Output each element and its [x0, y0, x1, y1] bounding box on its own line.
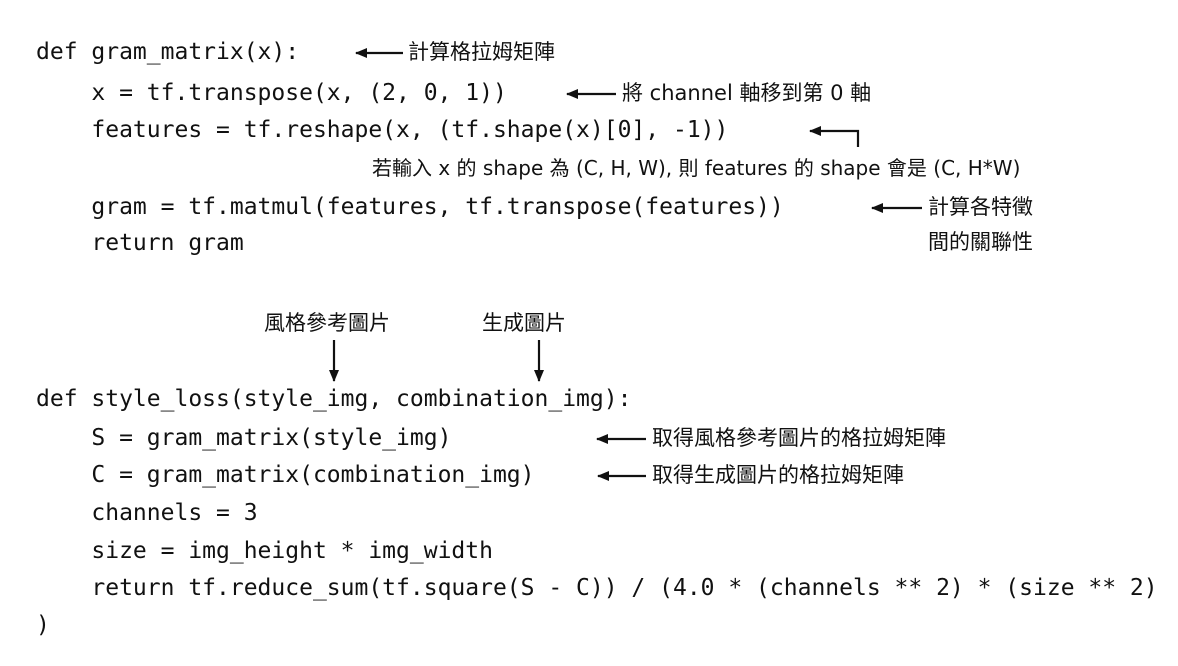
- code-line-def-gram-matrix: def gram_matrix(x):: [36, 39, 300, 65]
- annotation-style-gram: 取得風格參考圖片的格拉姆矩陣: [652, 426, 946, 450]
- code-line-return-gram: return gram: [36, 230, 244, 256]
- annotation-feature-correlation-line1: 計算各特徵: [928, 195, 1033, 219]
- code-line-size: size = img_height * img_width: [36, 538, 493, 564]
- annotation-feature-correlation-line2: 間的關聯性: [928, 230, 1033, 254]
- annotation-generated-gram: 取得生成圖片的格拉姆矩陣: [652, 463, 904, 487]
- code-line-features: features = tf.reshape(x, (tf.shape(x)[0]…: [36, 117, 729, 143]
- annotation-features-shape: 若輸入 x 的 shape 為 (C, H, W), 則 features 的 …: [372, 156, 1021, 180]
- code-line-closing-paren: ): [36, 612, 50, 638]
- code-line-s-gram: S = gram_matrix(style_img): [36, 425, 452, 451]
- code-line-transpose: x = tf.transpose(x, (2, 0, 1)): [36, 80, 507, 106]
- annotation-move-channel-axis: 將 channel 軸移到第 0 軸: [622, 81, 872, 105]
- annotation-compute-gram: 計算格拉姆矩陣: [408, 40, 555, 64]
- arrow-elbow-icon: [809, 126, 860, 147]
- annotation-style-reference-image: 風格參考圖片: [264, 311, 390, 335]
- code-line-gram: gram = tf.matmul(features, tf.transpose(…: [36, 194, 784, 220]
- code-line-c-gram: C = gram_matrix(combination_img): [36, 462, 535, 488]
- code-line-def-style-loss: def style_loss(style_img, combination_im…: [36, 386, 632, 412]
- annotation-generated-image: 生成圖片: [482, 311, 566, 335]
- code-line-channels: channels = 3: [36, 500, 258, 526]
- code-line-return-loss: return tf.reduce_sum(tf.square(S - C)) /…: [36, 575, 1158, 601]
